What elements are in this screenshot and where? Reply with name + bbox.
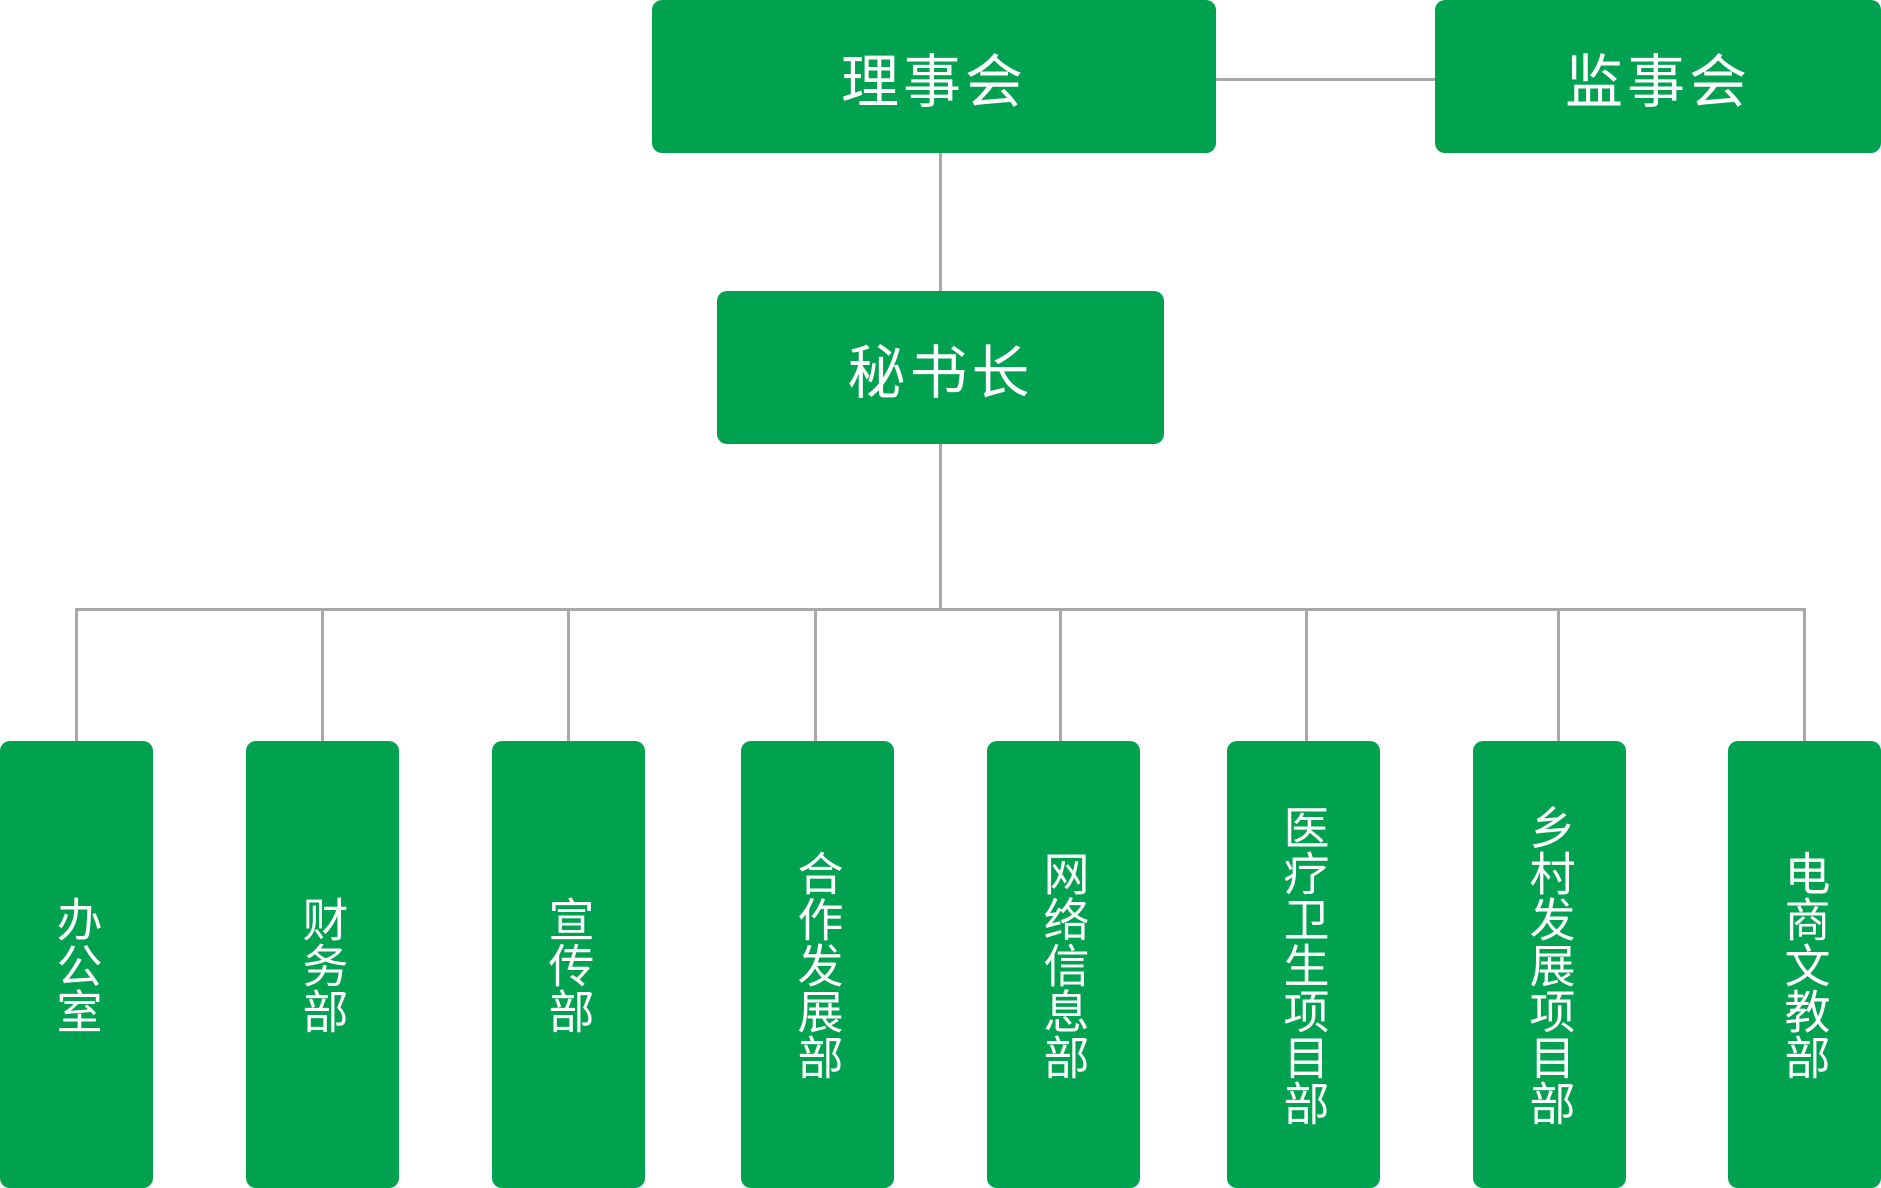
department-box-6: 医疗卫生项目部 — [1227, 741, 1380, 1188]
connector-board-secretary — [939, 152, 942, 292]
department-box-4: 合作发展部 — [741, 741, 894, 1188]
department-box-1: 办公室 — [0, 741, 153, 1188]
department-label-7: 乡村发展项目部 — [1522, 803, 1577, 1126]
connector-dept-1 — [75, 608, 78, 742]
supervisors-label: 监事会 — [1564, 47, 1751, 116]
connector-dept-3 — [567, 608, 570, 742]
connector-dept-6 — [1305, 608, 1308, 742]
board-box: 理事会 — [652, 0, 1216, 153]
board-label: 理事会 — [840, 47, 1027, 116]
department-box-7: 乡村发展项目部 — [1473, 741, 1626, 1188]
connector-dept-2 — [321, 608, 324, 742]
department-label-3: 宣传部 — [541, 895, 596, 1034]
supervisors-box: 监事会 — [1435, 0, 1881, 153]
department-label-4: 合作发展部 — [790, 849, 845, 1080]
department-label-6: 医疗卫生项目部 — [1276, 803, 1331, 1126]
connector-dept-5 — [1059, 608, 1062, 742]
department-box-5: 网络信息部 — [987, 741, 1140, 1188]
connector-dept-4 — [814, 608, 817, 742]
department-label-2: 财务部 — [295, 895, 350, 1034]
department-label-5: 网络信息部 — [1036, 849, 1091, 1080]
secretary-general-box: 秘书长 — [717, 291, 1164, 444]
department-label-1: 办公室 — [49, 895, 104, 1034]
connector-dept-8 — [1803, 608, 1806, 742]
connector-dept-7 — [1557, 608, 1560, 742]
connector-secretary-trunk — [939, 443, 942, 611]
secretary-general-label: 秘书长 — [847, 338, 1034, 407]
connector-board-supervisors — [1215, 78, 1435, 81]
department-label-8: 电商文教部 — [1777, 849, 1832, 1080]
department-box-3: 宣传部 — [492, 741, 645, 1188]
department-box-2: 财务部 — [246, 741, 399, 1188]
department-box-8: 电商文教部 — [1728, 741, 1881, 1188]
connector-department-bus — [75, 608, 1806, 611]
